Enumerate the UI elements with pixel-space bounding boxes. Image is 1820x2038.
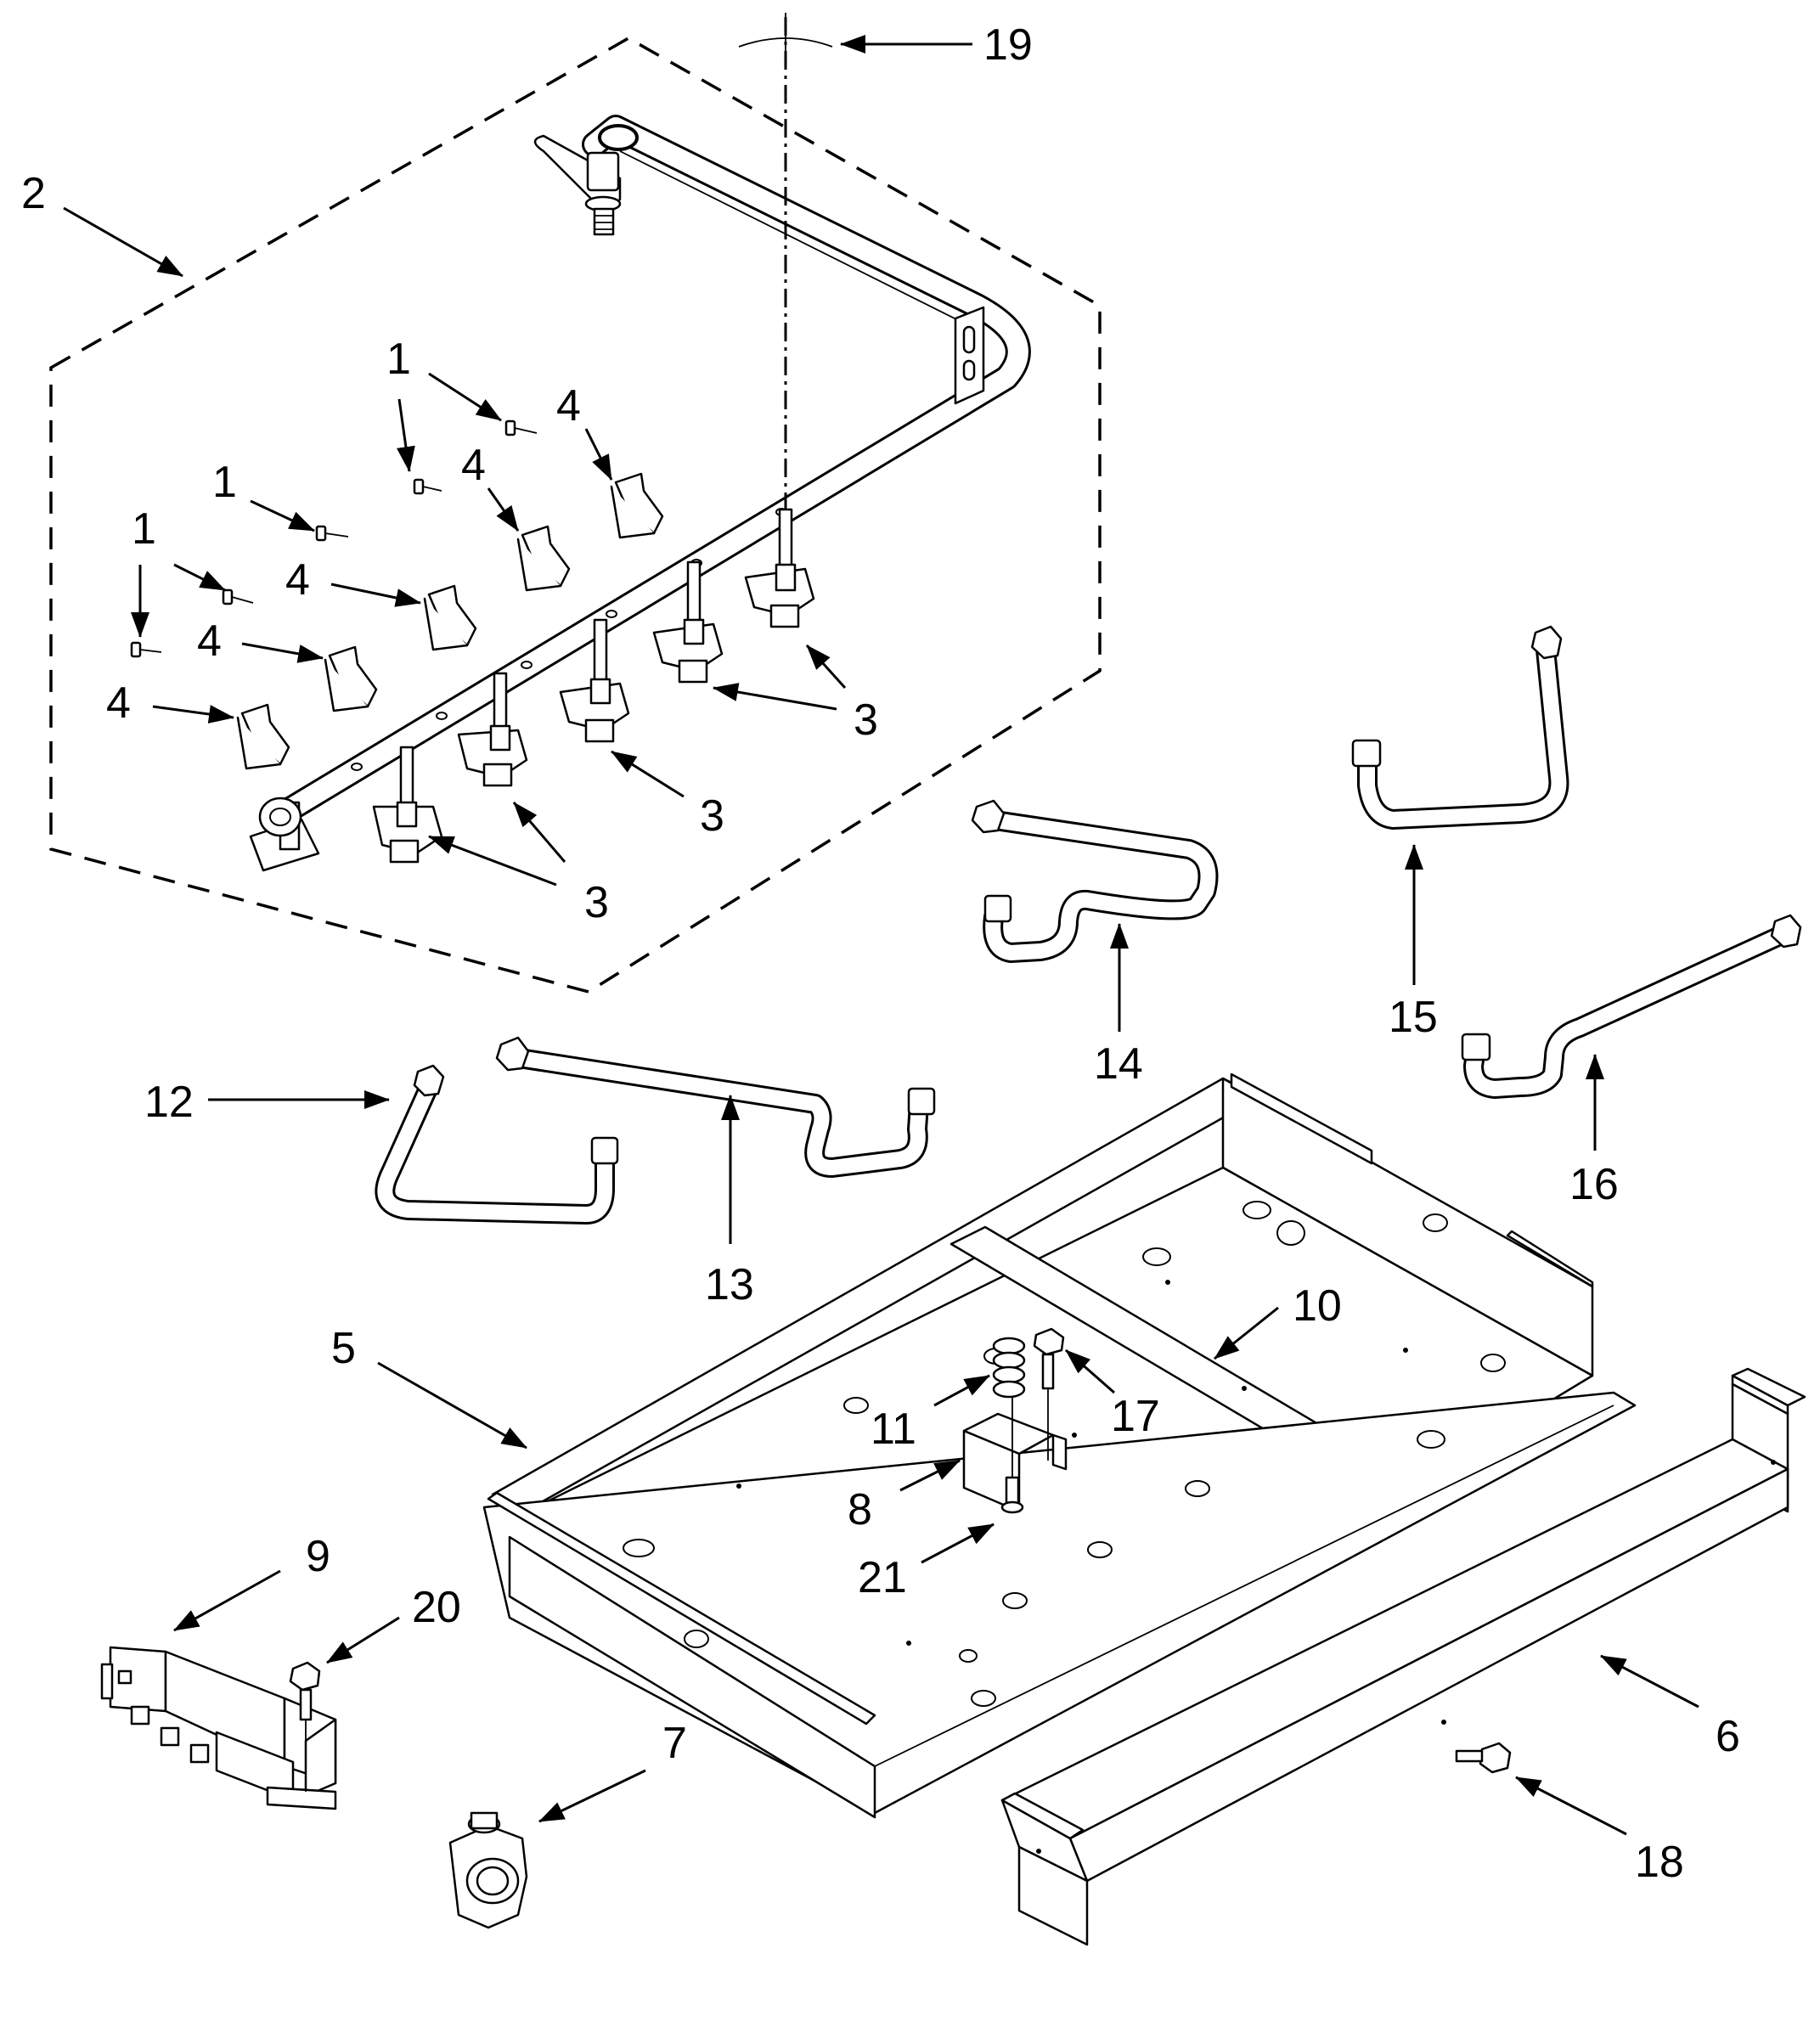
callout-15: 15 — [1389, 993, 1438, 1042]
manifold-assembly — [49, 13, 1102, 994]
leader-8 — [899, 1459, 961, 1492]
leader-4b — [487, 487, 520, 532]
leader-20 — [326, 1616, 400, 1664]
leader-21 — [921, 1523, 995, 1564]
screw-1e — [504, 419, 538, 436]
leader-1a — [428, 372, 502, 422]
mounting-clip-2 — [324, 645, 378, 712]
leader-4a — [584, 428, 613, 481]
leader-18 — [1515, 1776, 1627, 1836]
callout-4e: 4 — [106, 678, 131, 728]
callout-4b: 4 — [461, 441, 486, 490]
leader-3d — [512, 802, 566, 863]
callout-4a: 4 — [556, 381, 581, 431]
mounting-clips — [236, 472, 664, 770]
leader-4c — [330, 583, 421, 607]
fitting-19 — [738, 13, 833, 68]
callout-labels: 19 2 1 1 1 1 4 4 4 4 4 3 3 3 12 13 14 15… — [21, 20, 1740, 1887]
screw-1c — [315, 525, 349, 542]
gas-tube-15 — [1351, 625, 1569, 830]
leader-9 — [173, 1569, 281, 1632]
base-pan — [482, 1072, 1637, 1819]
screw-20 — [289, 1661, 321, 1792]
mounting-clip-4 — [516, 525, 571, 592]
screw-21 — [1000, 1476, 1024, 1514]
callout-3b: 3 — [700, 791, 724, 841]
leader-3e — [428, 835, 557, 887]
gas-tube-14 — [971, 799, 1219, 963]
callout-11: 11 — [871, 1405, 916, 1454]
callout-14: 14 — [1094, 1039, 1143, 1089]
callout-2: 2 — [21, 169, 46, 218]
mounting-clip-1 — [236, 703, 290, 770]
leader-6 — [1600, 1654, 1699, 1709]
burner-valve-3 — [559, 618, 630, 743]
screw-18 — [1455, 1742, 1512, 1774]
burner-valves — [372, 508, 815, 864]
callout-17: 17 — [1111, 1392, 1160, 1441]
screw-1b — [222, 588, 254, 605]
gas-tube-13 — [495, 1036, 936, 1178]
callout-13: 13 — [705, 1260, 754, 1309]
callout-6: 6 — [1716, 1712, 1740, 1761]
callout-5: 5 — [331, 1324, 356, 1373]
leader-1d — [173, 563, 226, 592]
leader-5 — [377, 1361, 527, 1450]
callout-1b: 1 — [212, 458, 237, 507]
leader-1b — [397, 398, 415, 472]
leader-10 — [1214, 1306, 1279, 1360]
callout-3c: 3 — [584, 878, 609, 927]
screw-17 — [1033, 1327, 1065, 1461]
callout-4c: 4 — [285, 555, 310, 605]
spark-module — [100, 1646, 337, 1810]
leader-2 — [63, 206, 183, 278]
leader-17 — [1065, 1348, 1115, 1394]
spring-11 — [992, 1337, 1026, 1490]
manifold-pipe — [268, 115, 1031, 828]
callout-12: 12 — [144, 1078, 194, 1127]
callout-21: 21 — [858, 1553, 907, 1602]
callout-16: 16 — [1569, 1160, 1619, 1209]
leader-1c — [250, 499, 315, 532]
front-panel — [1000, 1367, 1806, 1946]
callout-10: 10 — [1293, 1281, 1342, 1331]
leader-4e — [152, 705, 234, 723]
callout-leaders — [63, 35, 1699, 1836]
leader-4d — [241, 642, 324, 663]
callout-3a: 3 — [854, 695, 878, 745]
leader-7 — [538, 1769, 646, 1823]
callout-1a: 1 — [386, 335, 411, 384]
manifold-left-bracket — [249, 797, 320, 872]
callout-9: 9 — [306, 1532, 330, 1581]
burner-valve-2 — [457, 672, 528, 787]
callout-1c: 1 — [132, 504, 156, 554]
mounting-clip-5 — [610, 472, 664, 539]
leader-11 — [933, 1374, 990, 1407]
burner-valve-1 — [372, 746, 443, 864]
callout-7: 7 — [662, 1719, 687, 1768]
mounting-clip-3 — [423, 584, 477, 651]
gas-tube-12 — [375, 1064, 619, 1224]
pressure-regulator — [448, 1811, 528, 1929]
burner-valve-5 — [744, 508, 815, 628]
manifold-screws — [130, 419, 538, 658]
callout-4d: 4 — [197, 616, 222, 666]
callout-20: 20 — [412, 1583, 461, 1632]
leader-3b — [713, 683, 837, 711]
callout-19: 19 — [983, 20, 1033, 70]
screw-1a — [130, 641, 162, 658]
callout-18: 18 — [1635, 1838, 1684, 1887]
manifold-inlet-fitting — [533, 124, 639, 236]
manifold-assembly-boundary — [49, 36, 1102, 994]
leader-3a — [805, 644, 847, 690]
leader-3c — [611, 750, 685, 798]
callout-8: 8 — [848, 1485, 872, 1534]
screw-1d — [413, 478, 442, 495]
gas-tube-16 — [1461, 914, 1802, 1099]
burner-valve-4 — [652, 560, 724, 684]
manifold-right-bracket — [954, 306, 985, 405]
